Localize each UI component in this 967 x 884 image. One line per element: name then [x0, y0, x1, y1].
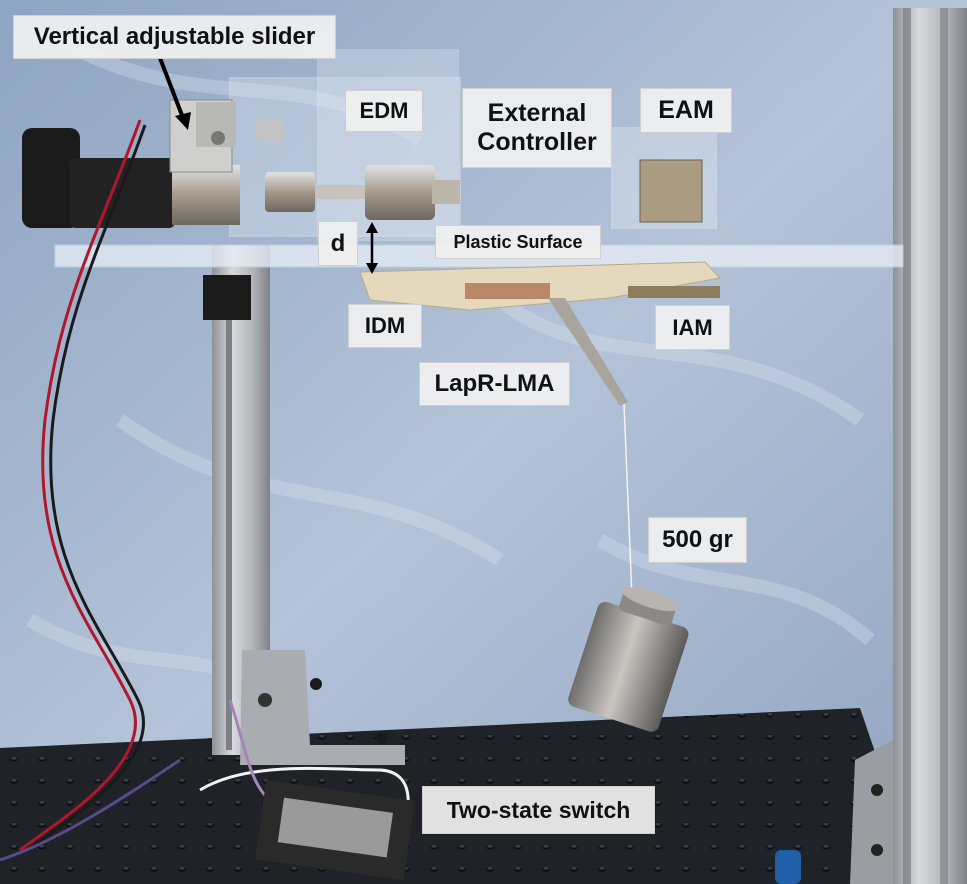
dc-motor-gearbox — [22, 128, 80, 228]
iam-magnet — [628, 286, 720, 298]
eam-label: EAM — [640, 88, 732, 133]
lapr-lma-lever — [548, 298, 628, 406]
d-label: d — [318, 221, 358, 266]
post-clamp — [203, 275, 251, 320]
edm-label: EDM — [345, 90, 423, 132]
iam-label: IAM — [655, 305, 730, 350]
motor-collar — [172, 165, 240, 225]
blue-knob — [775, 850, 801, 884]
plastic-surface-label: Plastic Surface — [435, 225, 601, 259]
weight-string — [623, 403, 633, 599]
lapr-lma-label: LapR-LMA — [419, 362, 570, 406]
external-controller-label: External Controller — [462, 88, 612, 168]
backdrop-folds — [26, 33, 875, 707]
edm-magnet-holder — [365, 165, 435, 220]
dc-motor — [70, 158, 175, 228]
post-base-bracket — [240, 650, 405, 765]
eam-magnet — [639, 159, 703, 223]
slider-pointer-arrow — [158, 57, 185, 119]
weight-label: 500 gr — [648, 517, 747, 563]
vertical-slider-label: Vertical adjustable slider — [13, 15, 336, 59]
weight-500g — [568, 587, 689, 732]
idm-label: IDM — [348, 304, 422, 348]
shaft-coupling — [265, 172, 315, 212]
two-state-switch-label: Two-state switch — [422, 786, 655, 834]
motor-wires — [19, 119, 142, 852]
right-frame-bracket — [850, 740, 893, 884]
drive-shaft — [315, 185, 370, 199]
